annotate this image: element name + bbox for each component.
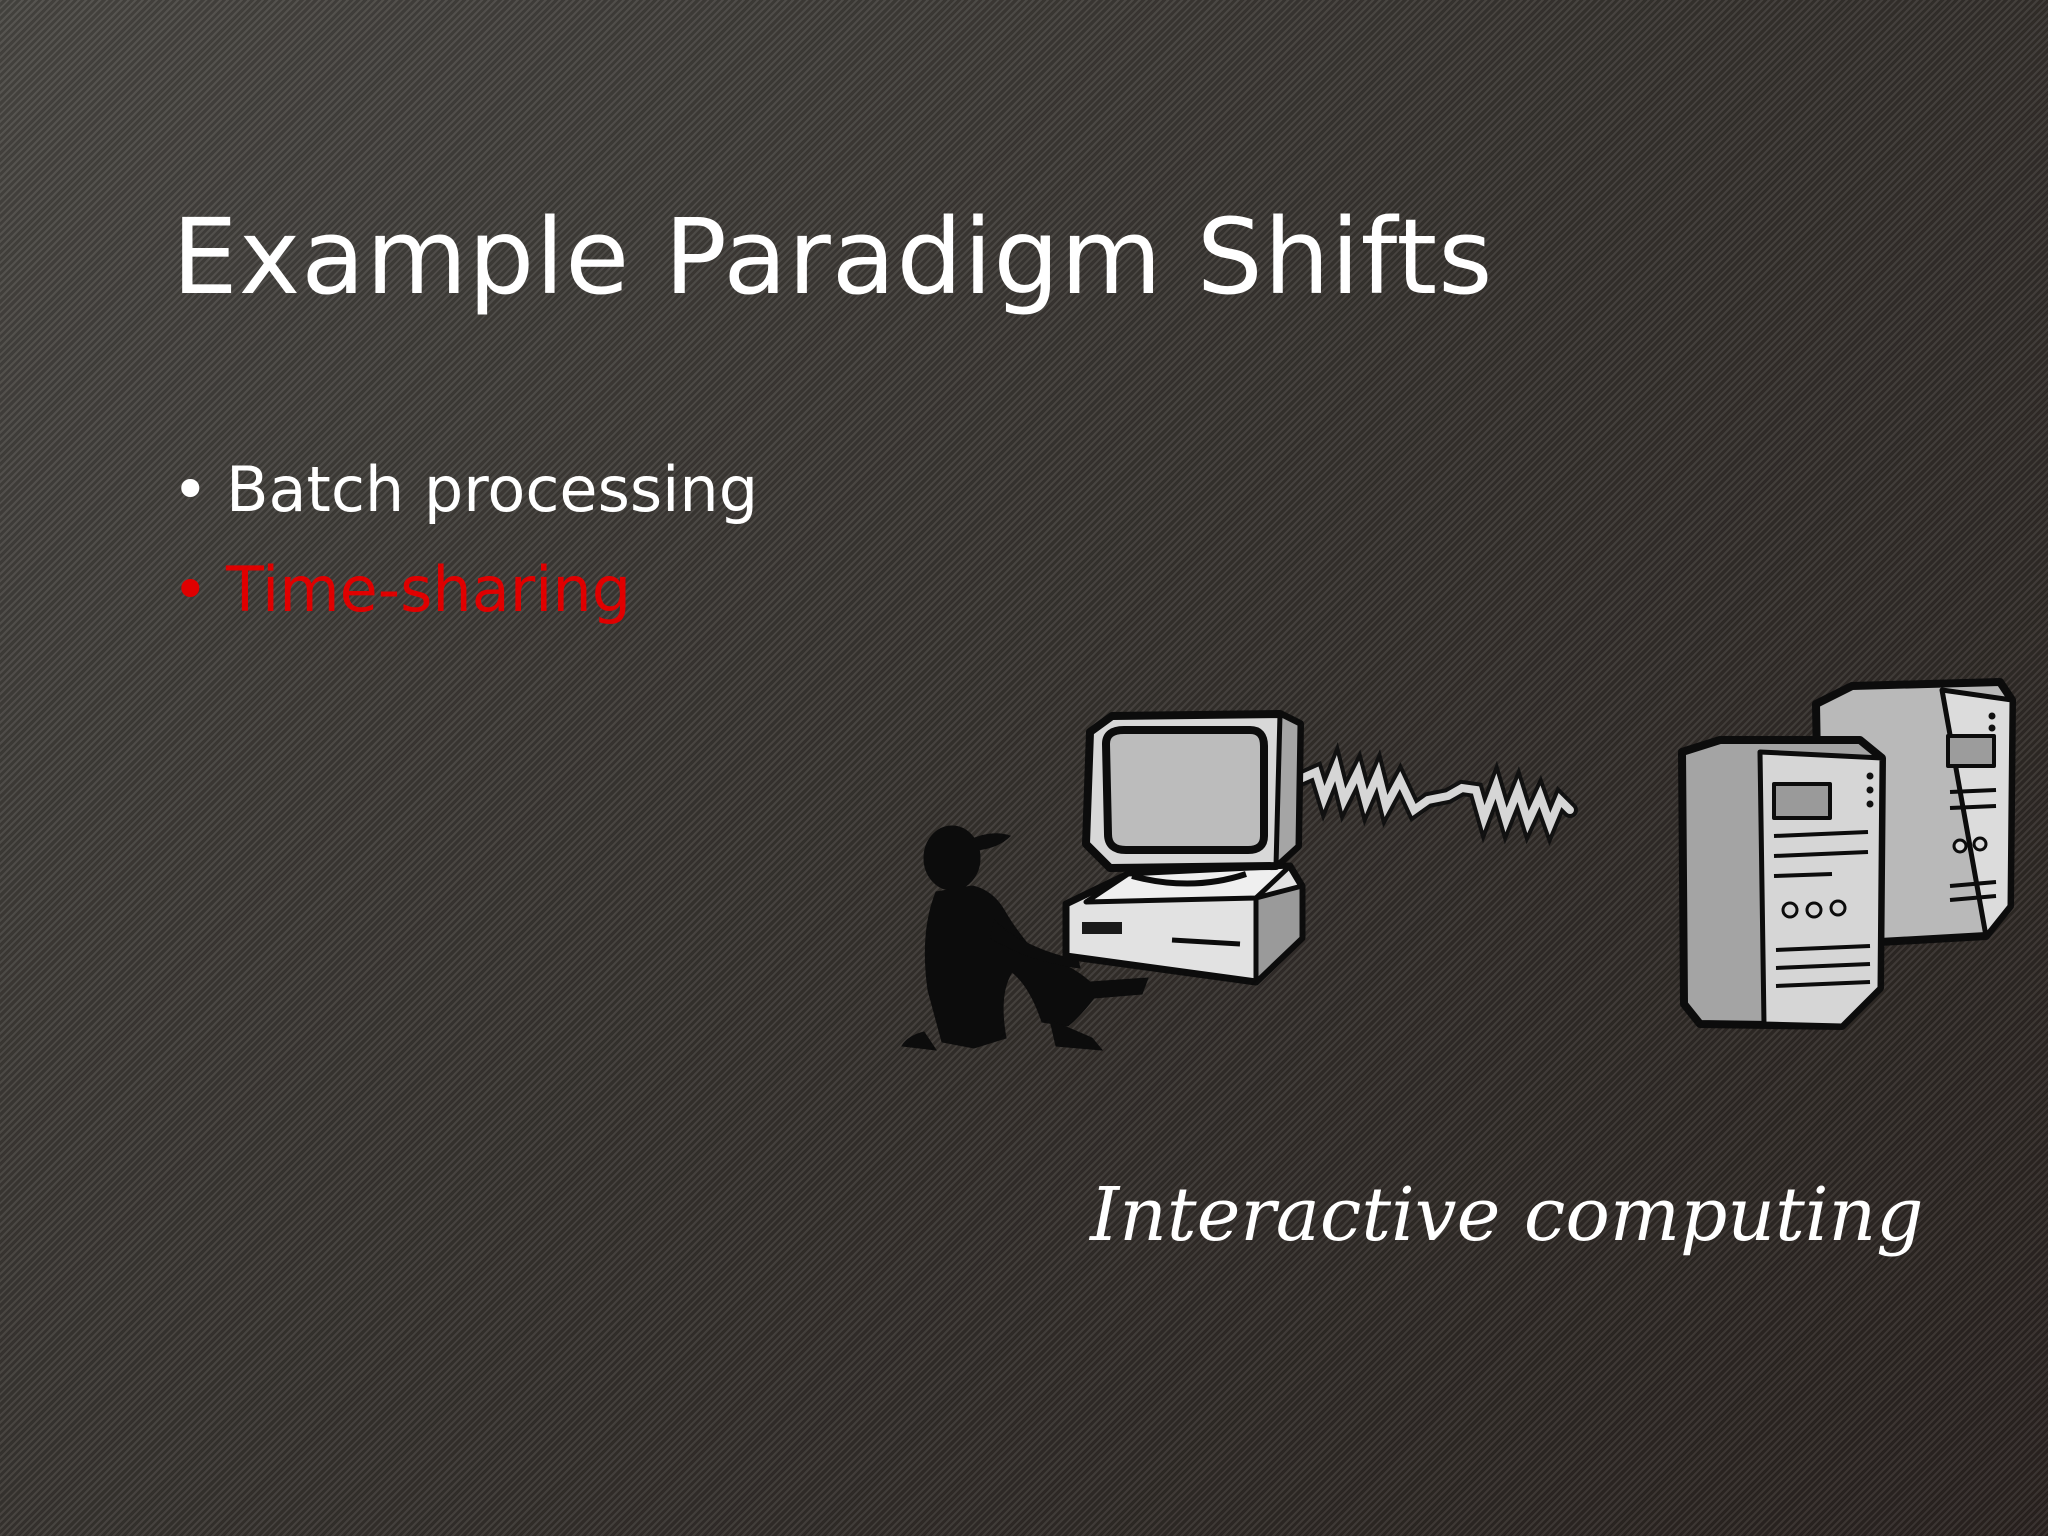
bullet-list: • Batch processing • Time-sharing: [172, 440, 758, 640]
terminal-icon: [1062, 710, 1306, 986]
server-icon: [1678, 678, 2016, 1030]
person-icon: [901, 825, 1149, 1051]
interactive-computing-illustration: [901, 678, 2016, 1051]
bullet-mark: •: [172, 553, 209, 626]
bullet-mark: •: [172, 453, 209, 526]
bullet-text: Time-sharing: [226, 553, 632, 626]
coiled-cable-icon: [1290, 742, 1578, 847]
bullet-text: Batch processing: [226, 453, 759, 526]
bullet-batch-processing: • Batch processing: [172, 440, 758, 540]
caption: Interactive computing: [1090, 1172, 1924, 1258]
bullet-time-sharing: • Time-sharing: [172, 540, 758, 640]
slide-title: Example Paradigm Shifts: [172, 196, 1494, 318]
